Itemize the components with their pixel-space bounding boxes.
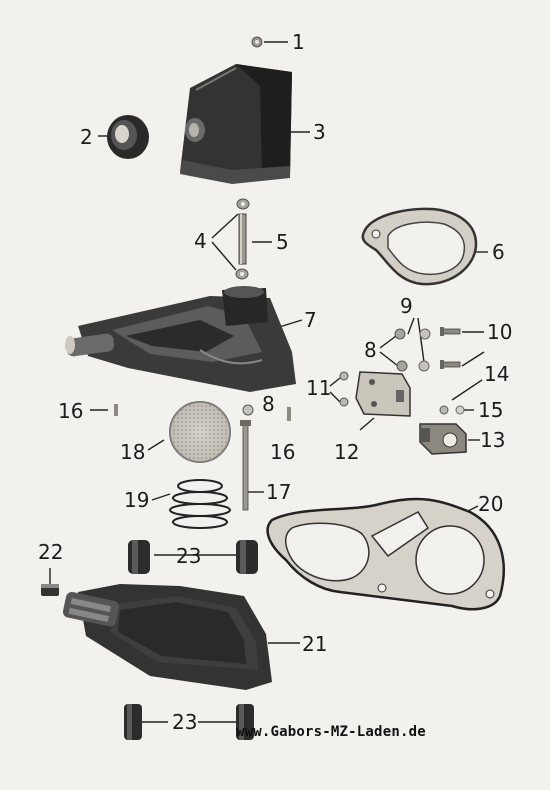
callout-4: 4: [194, 229, 207, 253]
part-21-housing-bottom: [62, 584, 272, 690]
part-16-pins: [114, 404, 291, 421]
part-6-gasket: [361, 207, 478, 286]
callout-20: 20: [478, 492, 504, 516]
part-19-spring: [169, 479, 231, 529]
website-watermark: www.Gabors-MZ-Laden.de: [236, 724, 426, 740]
part-11-washers: [339, 371, 349, 407]
callout-16-right: 16: [270, 440, 296, 464]
part-22-cap: [41, 584, 59, 596]
callout-15: 15: [478, 398, 504, 422]
leader-lines: [49, 41, 488, 723]
part-2-grommet: [107, 115, 149, 159]
part-23-rubber-rings-upper: [128, 540, 258, 574]
part-20-housing-gasket: [266, 497, 505, 611]
callout-8-left: 8: [262, 392, 275, 416]
callout-5: 5: [276, 230, 289, 254]
callout-14: 14: [484, 362, 510, 386]
callout-17: 17: [266, 480, 292, 504]
callout-12: 12: [334, 440, 360, 464]
part-12-bracket-plate: [355, 371, 411, 417]
callout-19: 19: [124, 488, 150, 512]
callout-1: 1: [292, 30, 305, 54]
part-8-9-small-nuts: [394, 328, 431, 372]
callout-11: 11: [306, 376, 332, 400]
part-4-washers: [235, 198, 250, 280]
part-17-long-bolt: [240, 420, 251, 511]
callout-2: 2: [80, 125, 93, 149]
part-14-15-nuts: [439, 405, 465, 415]
callout-8-right: 8: [364, 338, 377, 362]
callout-13: 13: [480, 428, 506, 452]
part-1-nut: [251, 36, 263, 48]
callout-16-left: 16: [58, 399, 84, 423]
callout-18: 18: [120, 440, 146, 464]
part-7-filter-housing-lower: [65, 286, 296, 392]
part-10-screws: [440, 327, 461, 369]
part-13-clamp: [419, 423, 467, 455]
callout-6: 6: [492, 240, 505, 264]
callout-9: 9: [400, 294, 413, 318]
callout-7: 7: [304, 308, 317, 332]
callout-21: 21: [302, 632, 328, 656]
callout-10: 10: [487, 320, 513, 344]
callout-23-upper: 23: [176, 544, 202, 568]
part-18-filter-element: [169, 401, 231, 463]
part-8-nut-left: [242, 404, 254, 416]
callout-23-lower: 23: [172, 710, 198, 734]
callout-22: 22: [38, 540, 64, 564]
part-3-filter-housing-cover: [180, 64, 292, 184]
callout-3: 3: [313, 120, 326, 144]
part-23-rubber-rings-lower: [124, 704, 254, 740]
part-5-pin: [238, 213, 247, 265]
